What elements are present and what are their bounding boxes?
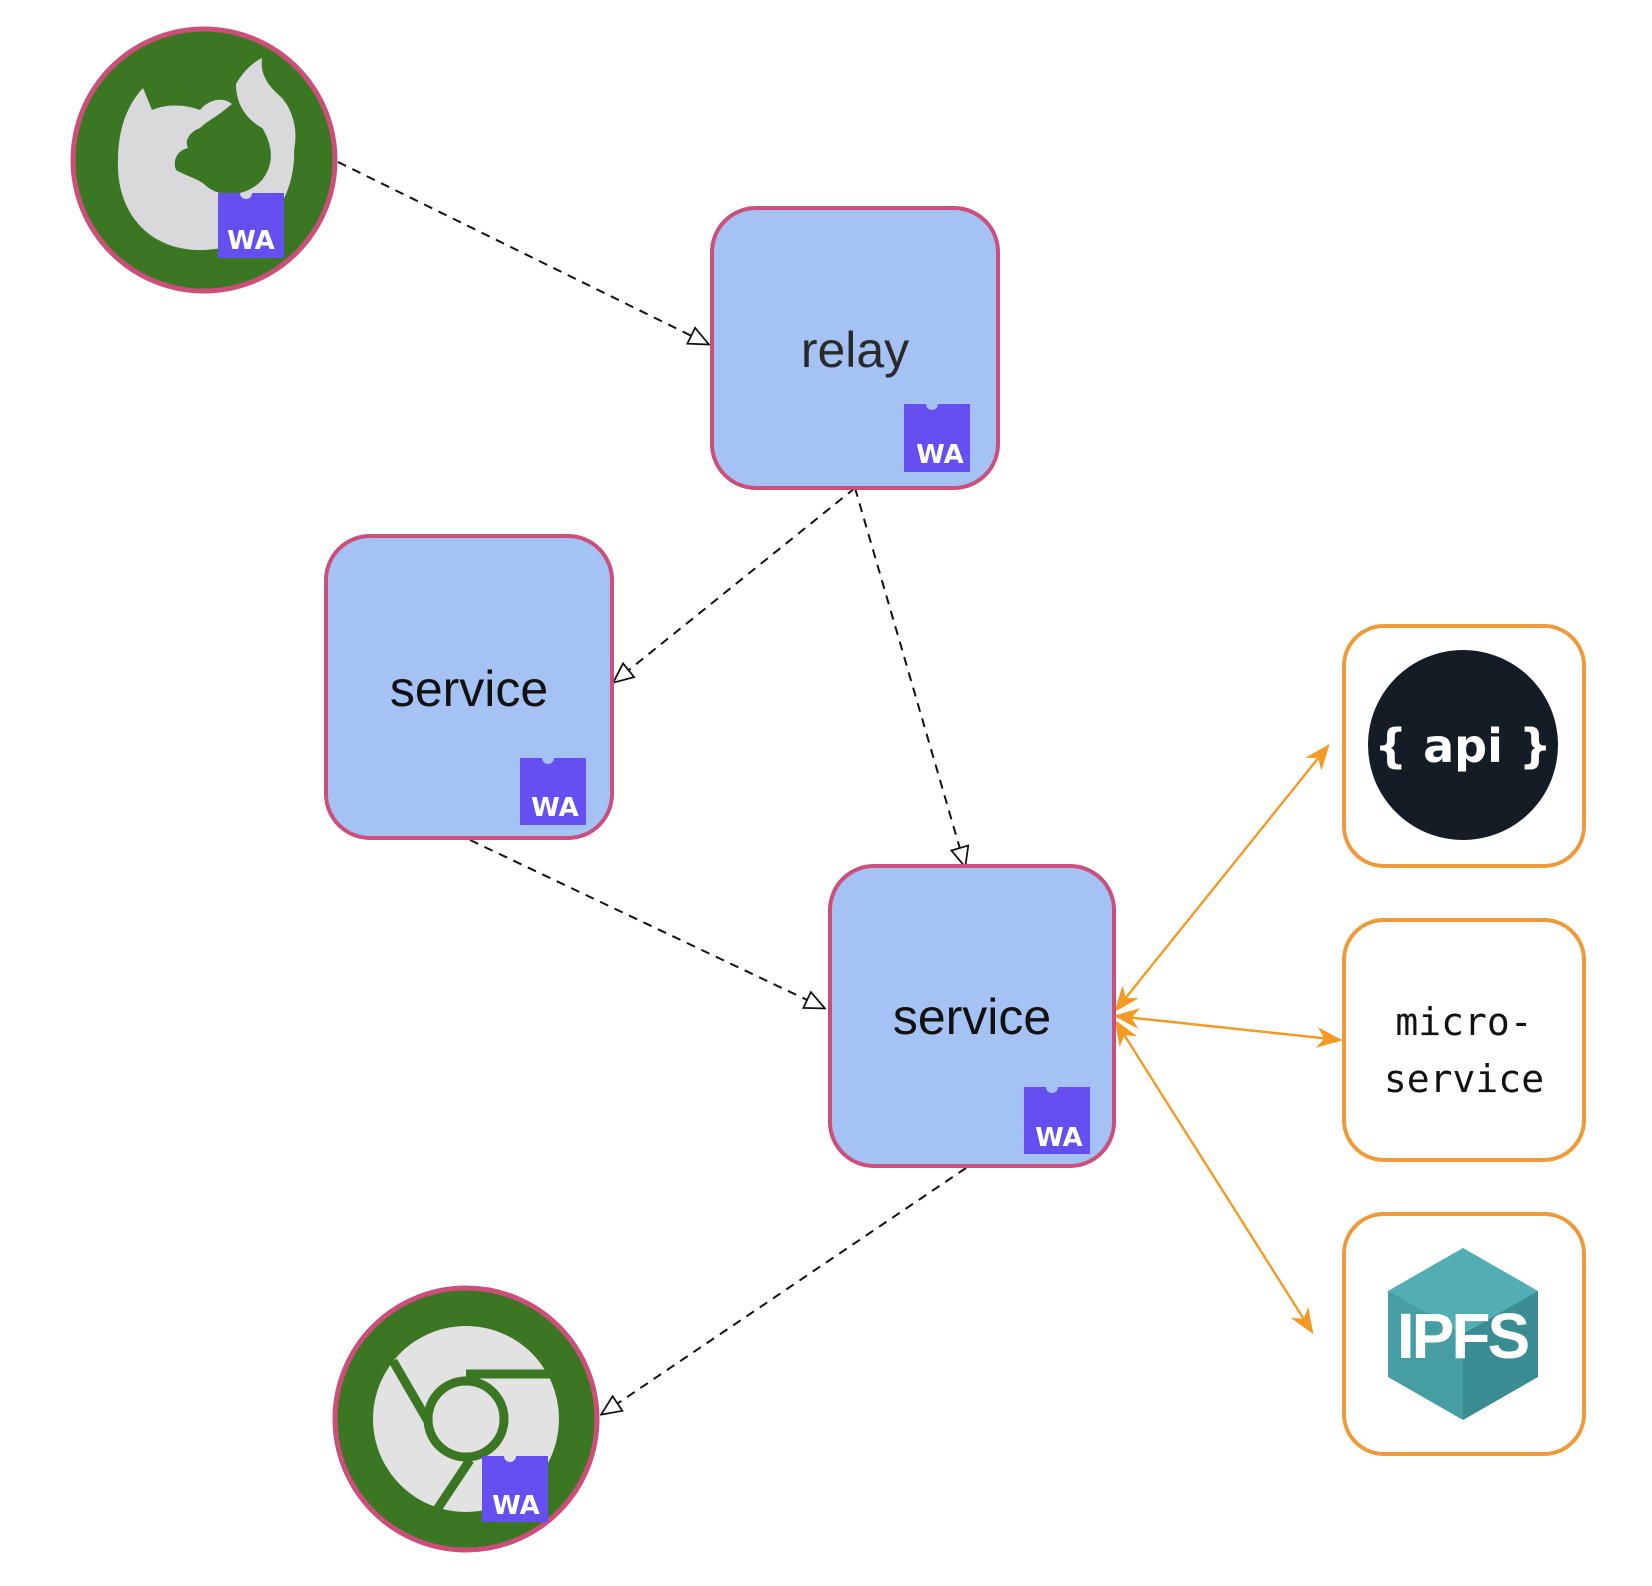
- edges-dashed: [337, 161, 967, 1414]
- edge-service-left-to-service-center: [469, 839, 824, 1008]
- edge-service-to-microservice: [1113, 1008, 1343, 1048]
- node-relay[interactable]: relay WA: [710, 206, 1000, 490]
- wa-badge: WA: [904, 404, 970, 472]
- wa-badge: WA: [520, 758, 586, 825]
- service-label: service: [390, 661, 548, 717]
- api-label: { api }: [1374, 719, 1551, 773]
- svg-text:WA: WA: [1035, 1123, 1083, 1153]
- edge-service-center-to-chrome: [602, 1167, 967, 1414]
- wa-badge: WA: [482, 1456, 548, 1522]
- service-label: service: [893, 989, 1051, 1045]
- node-ipfs[interactable]: IPFS: [1342, 1212, 1586, 1456]
- ipfs-label: IPFS: [1397, 1300, 1529, 1372]
- microservice-label-line2: service: [1384, 1057, 1544, 1101]
- edge-relay-to-service-center: [854, 487, 965, 866]
- node-service-left[interactable]: service WA: [324, 534, 614, 840]
- node-microservice[interactable]: micro- service: [1342, 918, 1586, 1162]
- ipfs-logo-icon: [1388, 1248, 1538, 1420]
- edge-service-to-ipfs: [1114, 1019, 1314, 1335]
- microservice-label-line1: micro-: [1395, 1000, 1532, 1044]
- wa-badge: WA: [218, 193, 284, 258]
- node-chrome[interactable]: WA: [332, 1285, 600, 1553]
- svg-text:WA: WA: [916, 440, 964, 470]
- api-logo-icon: [1368, 650, 1558, 840]
- node-firefox[interactable]: WA: [70, 26, 338, 294]
- edges-external: [1113, 743, 1343, 1335]
- edge-relay-to-service-left: [614, 487, 856, 682]
- node-service-center[interactable]: service WA: [828, 864, 1116, 1168]
- svg-text:WA: WA: [227, 226, 275, 256]
- svg-text:WA: WA: [531, 793, 579, 823]
- edge-service-to-api: [1114, 743, 1330, 1013]
- svg-text:WA: WA: [492, 1491, 540, 1521]
- edge-firefox-to-relay: [337, 161, 708, 344]
- wa-badge: WA: [1024, 1087, 1090, 1154]
- node-api[interactable]: { api }: [1342, 624, 1586, 868]
- relay-label: relay: [801, 322, 909, 378]
